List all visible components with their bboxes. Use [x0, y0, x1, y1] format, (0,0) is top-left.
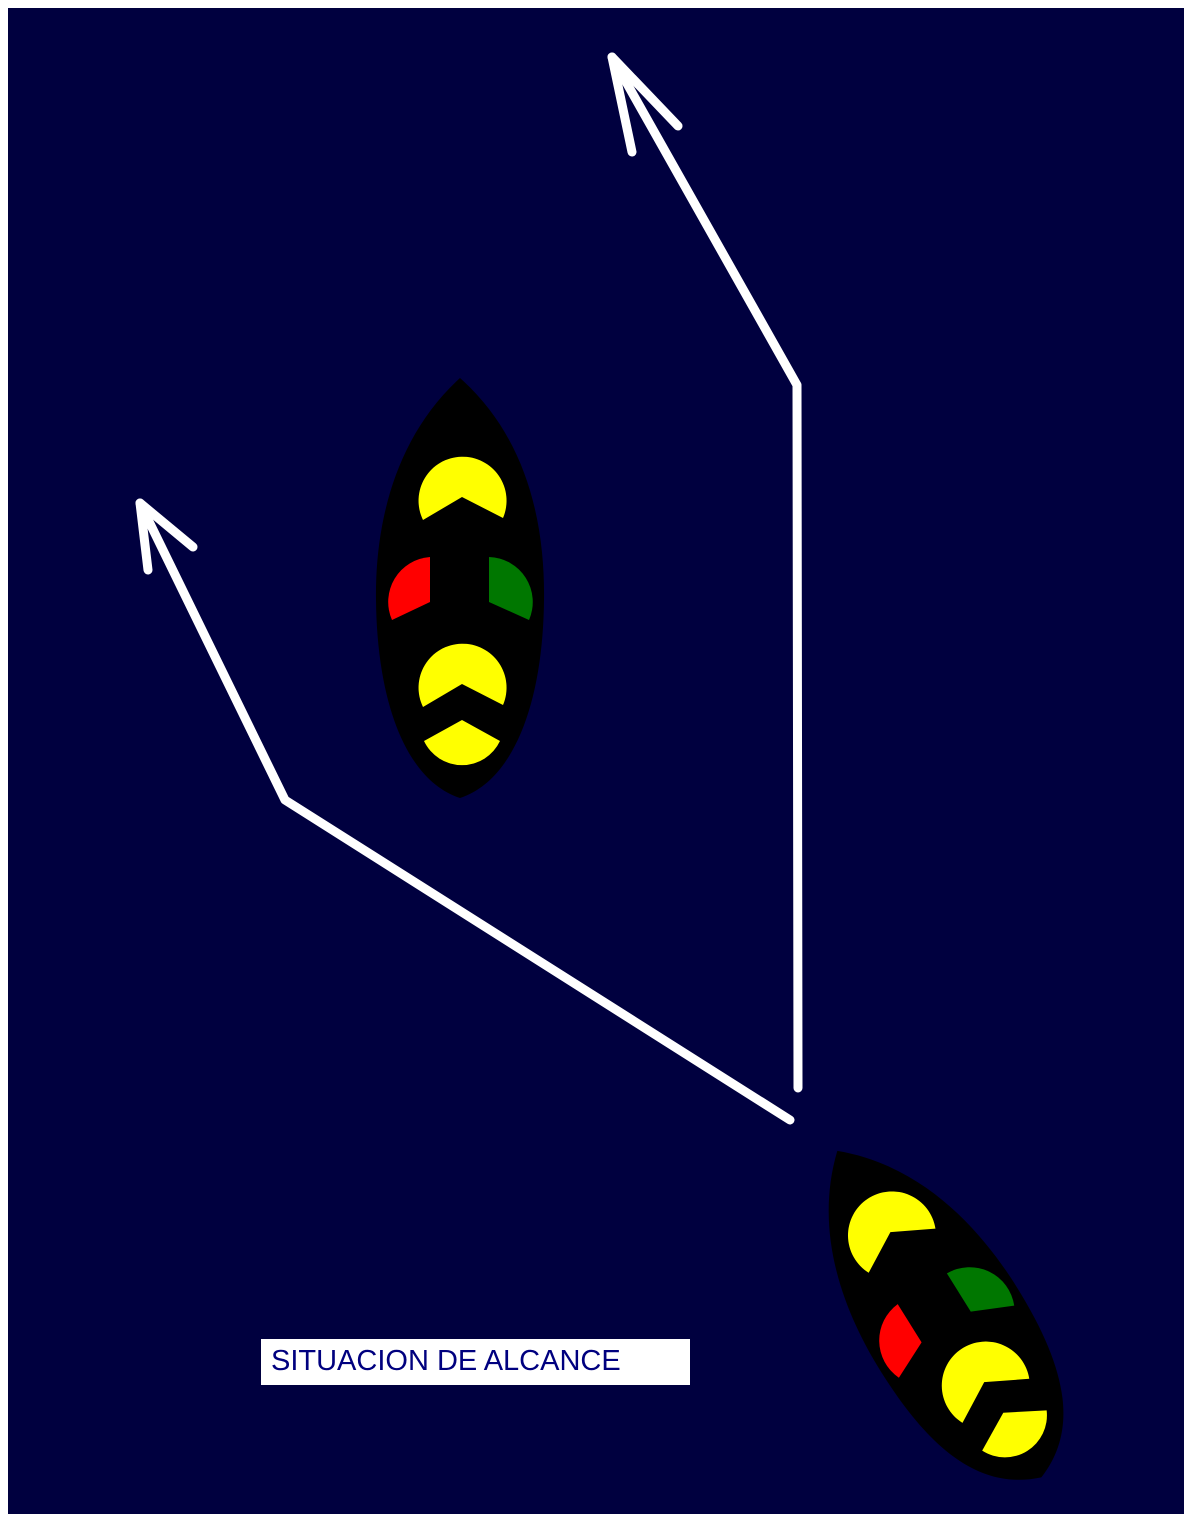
- caption-title: SITUACION DE ALCANCE: [271, 1343, 621, 1379]
- caption-label-box: SITUACION DE ALCANCE: [261, 1339, 690, 1385]
